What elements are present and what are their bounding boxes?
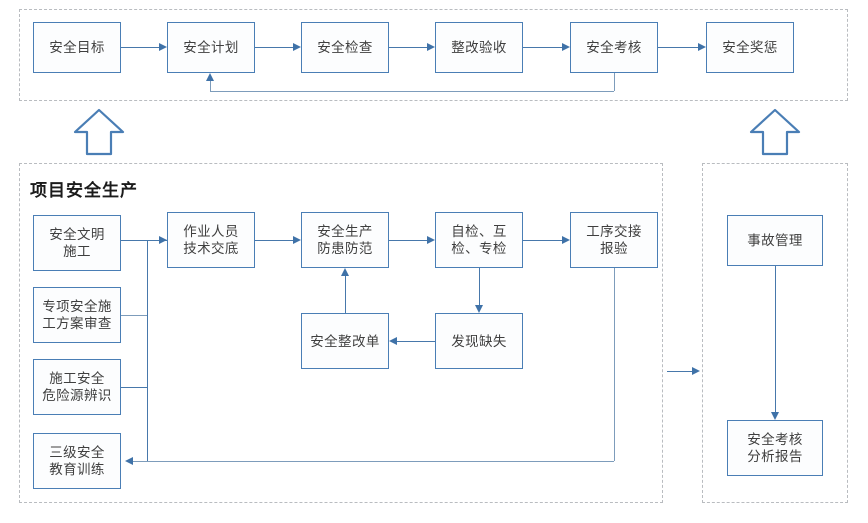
arrowhead-panel-to-accident	[692, 367, 700, 375]
connector-plan-to-inspection	[255, 47, 293, 48]
connector-check-to-defect	[479, 268, 480, 305]
connector-rectify-to-assessment	[523, 47, 562, 48]
node-defect-found[interactable]: 发现缺失	[435, 313, 523, 369]
arrowhead-order-to-prevention	[340, 268, 349, 276]
node-hazard-prevention[interactable]: 安全生产 防患防范	[301, 212, 389, 268]
arrowhead-bus-to-disclosure	[159, 236, 167, 244]
node-accident-management[interactable]: 事故管理	[727, 215, 823, 266]
connector-accident-to-report	[775, 266, 776, 412]
node-hazard-identification[interactable]: 施工安全 危险源辨识	[33, 359, 121, 415]
arrowhead-prevention-to-check	[427, 236, 435, 244]
arrowhead-disclosure-to-prevention	[293, 236, 301, 244]
accident-panel	[702, 163, 848, 503]
node-special-plan-review[interactable]: 专项安全施 工方案审查	[33, 287, 121, 343]
feedback-bottom-down	[614, 268, 615, 461]
node-assessment-report[interactable]: 安全考核 分析报告	[727, 420, 823, 476]
node-safety-goal[interactable]: 安全目标	[33, 22, 121, 73]
project-safety-panel-title: 项目安全生产	[30, 181, 138, 200]
arrowhead-feedback-to-education	[125, 457, 133, 465]
connector-inspection-to-rectify	[389, 47, 427, 48]
node-safety-reward[interactable]: 安全奖惩	[706, 22, 794, 73]
bus-stub-special-plan	[121, 315, 148, 316]
node-three-level-education[interactable]: 三级安全 教育训练	[33, 433, 121, 489]
node-safety-assessment[interactable]: 安全考核	[570, 22, 658, 73]
connector-assessment-to-reward	[658, 47, 698, 48]
arrowhead-rectify-to-assessment	[562, 43, 570, 51]
bus-stub-civilized	[121, 240, 148, 241]
feedback-bottom-across	[133, 461, 614, 462]
block-arrow-up-left	[73, 108, 125, 156]
node-self-mutual-special[interactable]: 自检、互 检、专检	[435, 212, 523, 268]
node-safety-plan[interactable]: 安全计划	[167, 22, 255, 73]
arrowhead-feedback-to-plan	[206, 73, 214, 81]
node-civilized-construction[interactable]: 安全文明 施工	[33, 215, 121, 271]
project-safety-panel	[19, 163, 663, 503]
arrowhead-assessment-to-reward	[698, 43, 706, 51]
bus-stub-hazard-id	[121, 387, 148, 388]
connector-check-to-handover	[523, 240, 562, 241]
feedback-top-down	[614, 73, 615, 91]
node-rectify-accept[interactable]: 整改验收	[435, 22, 523, 73]
arrowhead-check-to-handover	[562, 236, 570, 244]
feedback-top-up	[210, 80, 211, 91]
arrowhead-defect-to-order	[389, 337, 397, 345]
connector-disclosure-to-prevention	[255, 240, 293, 241]
node-technical-disclosure[interactable]: 作业人员 技术交底	[167, 212, 255, 268]
connector-prevention-to-check	[389, 240, 427, 241]
node-process-handover[interactable]: 工序交接 报验	[570, 212, 658, 268]
node-safety-inspection[interactable]: 安全检查	[301, 22, 389, 73]
connector-panel-to-accident	[667, 371, 692, 372]
block-arrow-up-right	[749, 108, 801, 156]
arrowhead-plan-to-inspection	[293, 43, 301, 51]
bus-trunk-left	[147, 240, 148, 461]
node-rectification-order[interactable]: 安全整改单	[301, 313, 389, 369]
arrowhead-inspection-to-rectify	[427, 43, 435, 51]
feedback-top-across	[210, 91, 614, 92]
connector-order-to-prevention	[345, 276, 346, 313]
arrowhead-accident-to-report	[770, 412, 779, 420]
arrowhead-check-to-defect	[474, 305, 483, 313]
connector-goal-to-plan	[121, 47, 159, 48]
arrowhead-goal-to-plan	[159, 43, 167, 51]
connector-defect-to-order	[397, 341, 435, 342]
top-cycle-panel	[19, 9, 848, 101]
connector-bus-to-disclosure	[147, 240, 167, 241]
